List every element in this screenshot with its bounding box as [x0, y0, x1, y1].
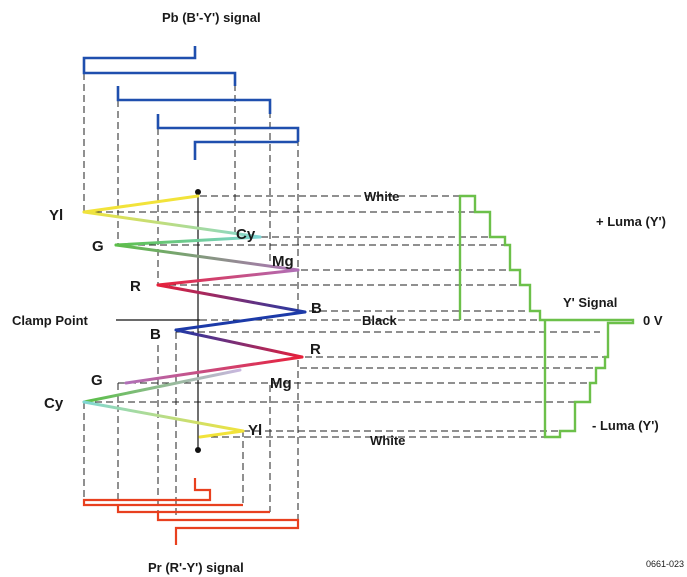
horizontal-projection-lines: [84, 195, 605, 438]
luma-staircases: [458, 194, 635, 439]
white-top-label: White: [364, 189, 399, 204]
upper-r-label: R: [130, 278, 141, 295]
upper-cy-label: Cy: [236, 226, 256, 243]
lower-projection-lines: [83, 332, 299, 520]
upper-yl-label: Yl: [49, 207, 63, 224]
minus-luma-label: - Luma (Y'): [592, 418, 659, 433]
y-signal-label: Y' Signal: [563, 295, 617, 310]
lower-yl-label: Yl: [248, 422, 262, 439]
lower-cy-label: Cy: [44, 395, 64, 412]
zero-v-label: 0 V: [643, 313, 663, 328]
lower-mg-label: Mg: [270, 375, 292, 392]
plus-luma-label: + Luma (Y'): [596, 214, 666, 229]
color-trace-lower: [82, 328, 304, 439]
pb-signal-steps: [82, 46, 300, 160]
color-trace-upper: [82, 194, 307, 332]
lower-r-label: R: [310, 341, 321, 358]
clamp-point-label: Clamp Point: [12, 313, 89, 328]
black-label: Black: [362, 313, 397, 328]
pb-signal-label: Pb (B'-Y') signal: [162, 10, 261, 25]
figure-id-label: 0661-023: [646, 559, 684, 569]
axis-top-dot: [195, 189, 201, 195]
white-bottom-label: White: [370, 433, 405, 448]
upper-mg-label: Mg: [272, 253, 294, 270]
upper-g-label: G: [92, 238, 104, 255]
upper-b-label: B: [311, 300, 322, 317]
lower-g-label: G: [91, 372, 103, 389]
lower-b-label: B: [150, 326, 161, 343]
pr-signal-steps: [82, 478, 300, 545]
axis-bottom-dot: [195, 447, 201, 453]
pr-signal-label: Pr (R'-Y') signal: [148, 560, 244, 575]
